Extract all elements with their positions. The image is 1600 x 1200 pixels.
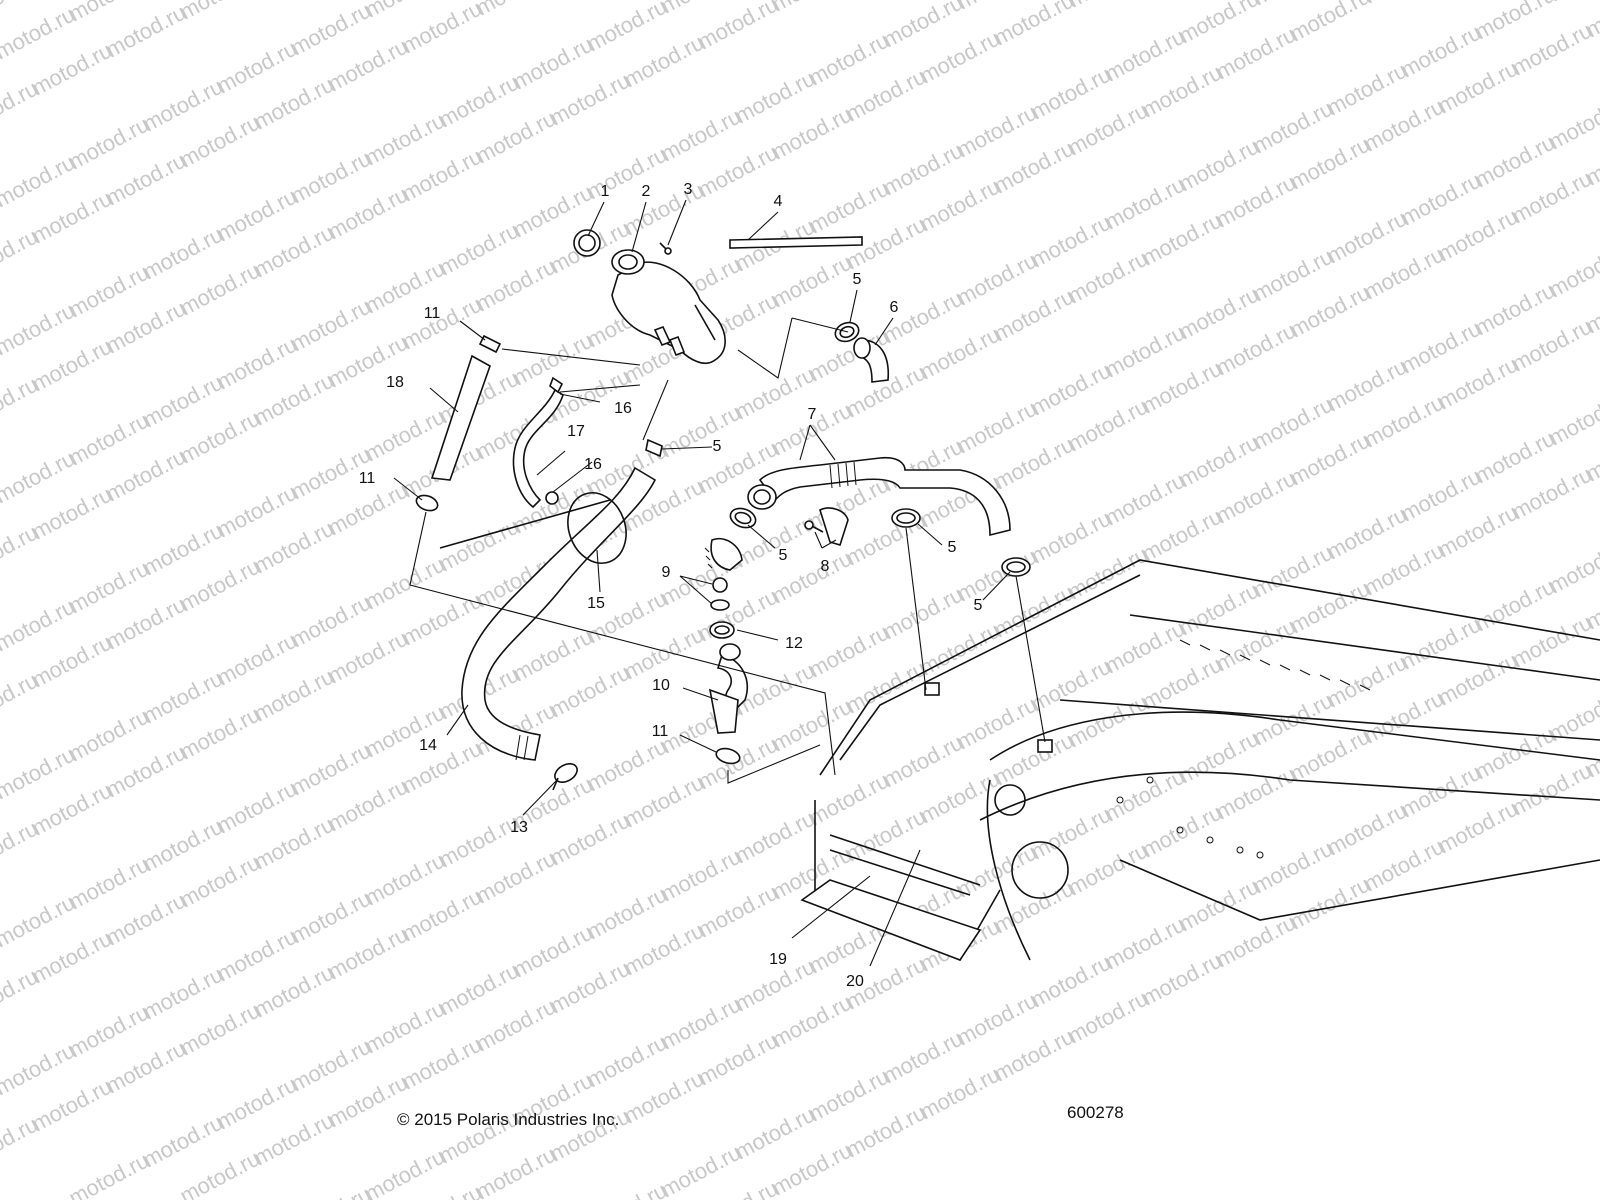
callout-17: 17 [567, 423, 585, 440]
callout-15: 15 [587, 595, 605, 612]
part-clamp-11-bottom [715, 747, 741, 765]
part-fitting-16 [549, 376, 564, 394]
copyright-text: © 2015 Polaris Industries Inc. [397, 1110, 620, 1129]
part-upper-hose [747, 456, 1011, 537]
callout-labels: 1 2 3 4 5 6 11 18 16 7 17 5 16 11 5 8 5 … [359, 181, 983, 990]
part-clamp-mid [729, 507, 757, 529]
callout-5-right-a: 5 [948, 539, 957, 556]
part-large-hose [461, 466, 657, 761]
part-clamp-12 [709, 621, 735, 639]
part-lower-elbow-hose [708, 643, 749, 734]
callout-1: 1 [601, 183, 610, 200]
part-straight-hose [430, 354, 491, 481]
callout-5-upper: 5 [853, 271, 862, 288]
callout-8: 8 [821, 558, 830, 575]
part-clamp-mid-left [645, 438, 663, 458]
callout-12: 12 [785, 635, 803, 652]
callout-20: 20 [846, 973, 864, 990]
callout-10: 10 [652, 677, 670, 694]
part-small-hose [512, 388, 564, 509]
callout-19: 19 [769, 951, 787, 968]
callout-18: 18 [386, 374, 404, 391]
callout-7: 7 [808, 406, 817, 423]
part-thermostat [710, 577, 730, 611]
part-vent-tube [729, 236, 863, 249]
callout-11-left: 11 [359, 470, 376, 487]
part-clamp-11-left [415, 494, 439, 512]
part-coolant-cap [573, 229, 601, 257]
part-clamp-right-a [891, 508, 921, 528]
callout-9: 9 [662, 564, 671, 581]
callout-4: 4 [774, 193, 783, 210]
diagram-number: 600278 [1067, 1103, 1124, 1122]
callout-3: 3 [684, 181, 693, 198]
callout-5-mid: 5 [779, 547, 788, 564]
callout-13: 13 [510, 819, 528, 836]
part-bracket [804, 507, 849, 546]
callout-16-lower: 16 [584, 456, 602, 473]
part-elbow-hose [853, 337, 889, 383]
part-screw [659, 242, 672, 255]
callout-6: 6 [890, 299, 899, 316]
callout-14: 14 [419, 737, 437, 754]
callout-11-bottom: 11 [652, 723, 669, 740]
part-coolant-bottle [611, 249, 726, 365]
callout-16-upper: 16 [614, 400, 632, 417]
part-clamp-right-b [1001, 557, 1031, 577]
callout-5-right-b: 5 [974, 597, 983, 614]
part-thermostat-housing [704, 538, 743, 571]
part-clamp-13 [552, 763, 578, 791]
callout-2: 2 [642, 183, 651, 200]
callout-5-mid-left: 5 [713, 438, 722, 455]
callout-11-top: 11 [424, 305, 441, 322]
part-hose-clamp-ring [439, 492, 627, 564]
part-chassis-frame [800, 559, 1600, 962]
leader-lines [393, 199, 1046, 967]
